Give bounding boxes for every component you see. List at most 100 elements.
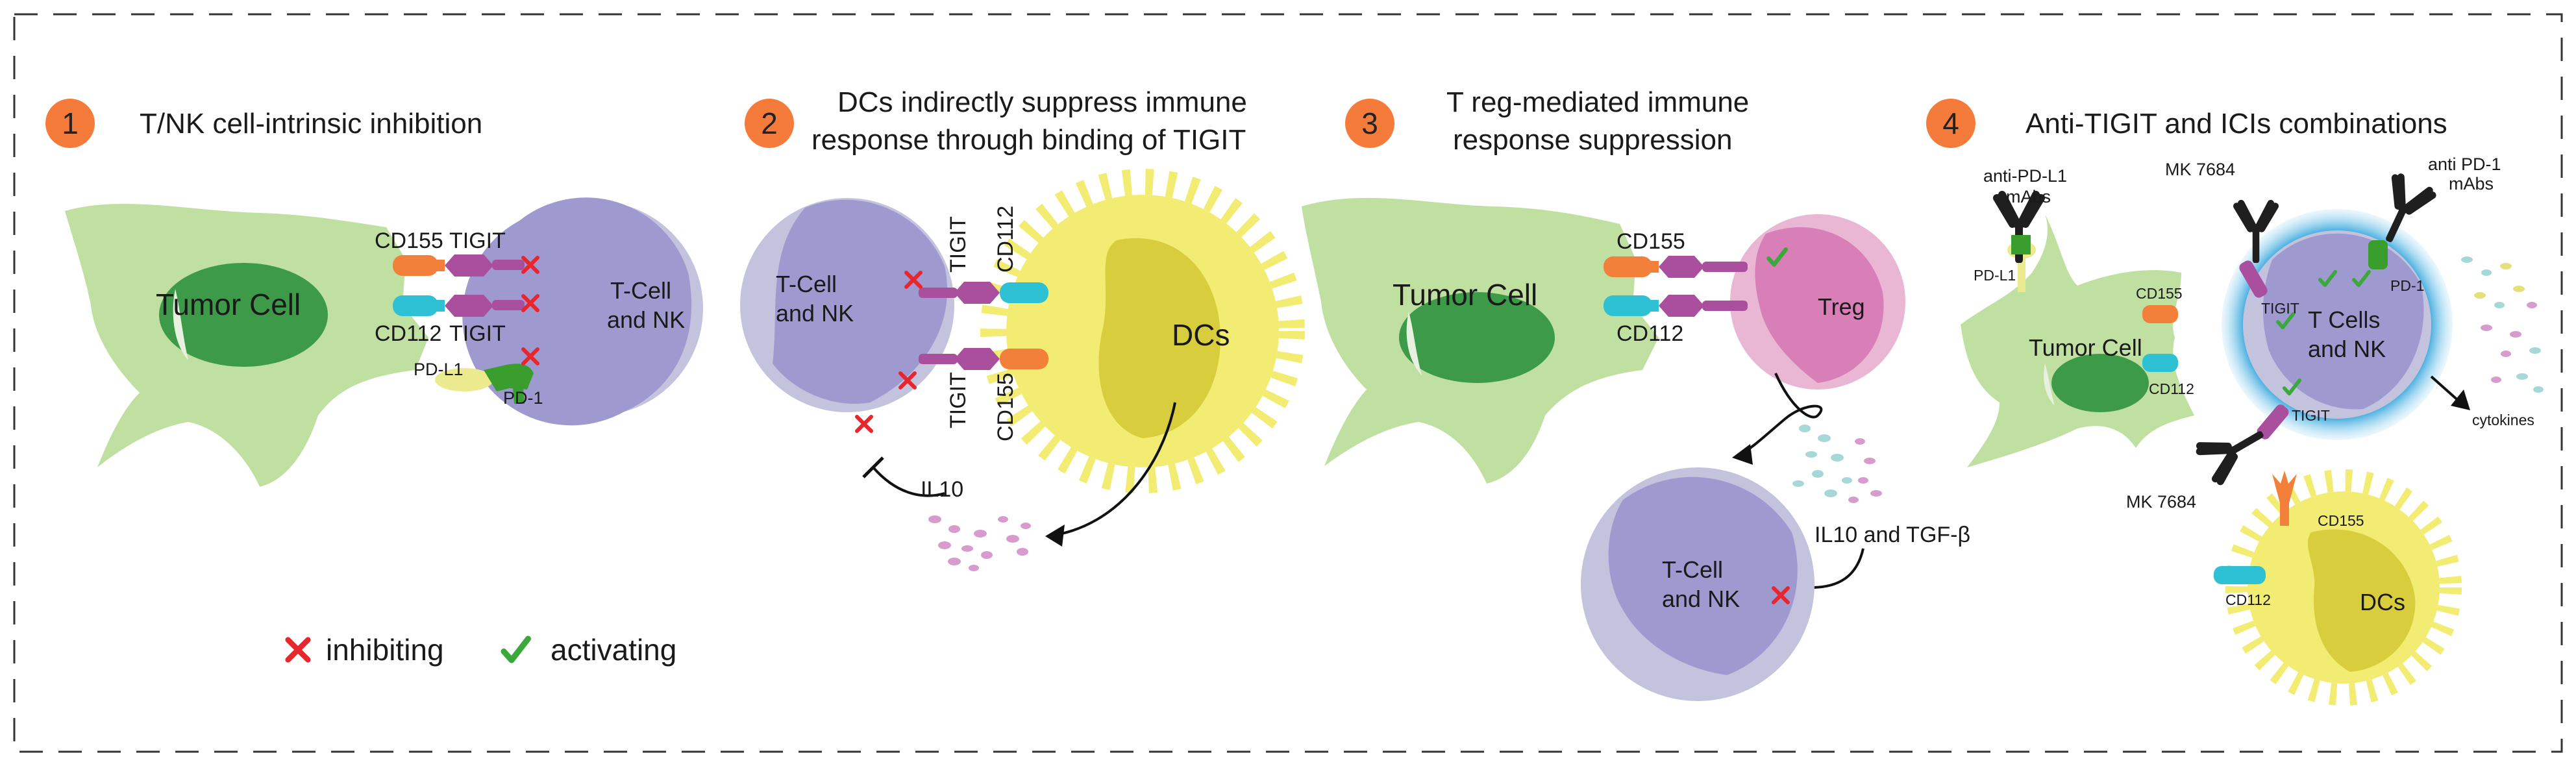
- il10-arrowhead: [1045, 525, 1065, 547]
- tigit-stem-bottom: [919, 354, 958, 364]
- cd112-stem: [1646, 300, 1659, 312]
- t-cell-label-1: T-Cell: [610, 277, 671, 304]
- legend-inhibiting: inhibiting: [326, 633, 444, 667]
- tigit-receptor-top: [1659, 256, 1704, 278]
- cytokine-particles: [2461, 256, 2544, 393]
- t-cell-inner: [2262, 233, 2424, 410]
- tigit-stem-top: [919, 288, 958, 298]
- panel-1: 1 T/NK cell-intrinsic inhibition Tumor C…: [45, 99, 703, 667]
- dc-cd155-label: CD155: [2318, 512, 2364, 529]
- tigit-receptor-bottom: [445, 295, 493, 317]
- tumor-vacuole: [1406, 312, 1422, 375]
- panel-3: 3 T reg-mediated immune response suppres…: [1302, 86, 1970, 701]
- mk7684-antibody-bottom: [2198, 417, 2271, 483]
- treg-label: Treg: [1818, 293, 1865, 320]
- mk7684-label-top: MK 7684: [2165, 160, 2235, 179]
- cytokine-particles: [1792, 425, 1852, 497]
- tumor-nucleus: [159, 263, 328, 367]
- tigit-label-bottom: TIGIT: [2292, 407, 2330, 424]
- t-cell-label-1: T-Cell: [1662, 556, 1723, 583]
- legend-activating: activating: [551, 633, 676, 667]
- il10-inhibition-line: [872, 466, 945, 497]
- cd155-stem: [1646, 261, 1659, 273]
- cd155-label: CD155: [993, 373, 1018, 441]
- anti-pd-l1-label-1: anti-PD-L1: [1983, 166, 2067, 186]
- cd155-ligand: [1604, 256, 1652, 277]
- tigit-receptor-top: [2239, 260, 2268, 298]
- treg-inhibition-line: [1811, 548, 1864, 589]
- tigit-label-top: TIGIT: [449, 229, 506, 253]
- panel-4: 4 Anti-TIGIT and ICIs combinations Tumor…: [1926, 99, 2544, 706]
- tumor-label: Tumor Cell: [156, 288, 301, 321]
- panel-2-badge: [745, 99, 794, 148]
- tumor-label: Tumor Cell: [2029, 334, 2142, 361]
- cd112-ligand: [1000, 282, 1048, 303]
- panel-1-badge: [45, 99, 95, 148]
- cd155-label: CD155: [2136, 285, 2183, 302]
- cd112-label: CD112: [1616, 321, 1683, 346]
- anti-pd-1-label-1: anti PD-1: [2428, 154, 2501, 174]
- tigit-stem-top: [492, 260, 525, 270]
- panel-3-badge: [1345, 99, 1394, 148]
- tumor-label: Tumor Cell: [1393, 278, 1537, 312]
- t-cell-label-2: and NK: [1662, 586, 1740, 612]
- tigit-receptor-bottom: [2257, 404, 2289, 439]
- cd112-label: CD112: [2149, 380, 2194, 397]
- tigit-receptor-bottom: [954, 348, 1000, 370]
- tigit-label-bottom: TIGIT: [946, 372, 971, 428]
- dc-inner: [2307, 529, 2416, 672]
- panel-3-title-1: T reg-mediated immune: [1446, 86, 1749, 118]
- cd155-label: CD155: [375, 229, 443, 253]
- tigit-receptor-top: [445, 254, 493, 277]
- tigit-label-top: TIGIT: [946, 216, 971, 273]
- tigit-receptor-top: [954, 282, 1000, 304]
- t-cell-label-1: T Cells: [2308, 306, 2380, 333]
- cytokine-arrowhead: [2451, 389, 2470, 410]
- cd155-label: CD155: [1616, 229, 1685, 254]
- cd112-label: CD112: [375, 321, 441, 346]
- tigit-label-bottom: TIGIT: [449, 321, 506, 346]
- panel-2-title-1: DCs indirectly suppress immune: [837, 86, 1247, 118]
- t-cell-label-2: and NK: [776, 300, 854, 327]
- inhibit-mark: [857, 417, 871, 431]
- panel-4-number: 4: [1942, 106, 1959, 140]
- dc-spikes: [980, 169, 1305, 493]
- panel-2: 2 DCs indirectly suppress immune respons…: [740, 86, 1305, 571]
- pd-1-receptor: [484, 364, 534, 391]
- tumor-cell: [1961, 214, 2194, 467]
- cd112-stem: [432, 300, 445, 312]
- cytokines-label: IL10 and TGF-β: [1814, 523, 1970, 547]
- il10-secretion-arrow: [1051, 402, 1176, 537]
- il10-inhibition-bar: [862, 456, 884, 478]
- pd-l1-ligand: [435, 368, 493, 391]
- panel-2-title-2: response through binding of TIGIT: [811, 124, 1246, 156]
- tumor-vacuole: [2044, 364, 2055, 406]
- mk7684-label-bottom: MK 7684: [2126, 492, 2196, 512]
- panel-3-number: 3: [1361, 106, 1378, 140]
- tigit-stem-bottom: [1702, 301, 1748, 311]
- treg-arrowhead: [1732, 444, 1753, 465]
- dc-spikes: [2225, 469, 2462, 706]
- cd112-ligand: [1604, 295, 1652, 316]
- cd155-ligand: [393, 255, 438, 276]
- anti-pd-l1-label-2: mAbs: [2006, 187, 2051, 206]
- cd155-ligand: [2142, 305, 2178, 323]
- anti-pd-1-label-2: mAbs: [2449, 174, 2494, 193]
- cd112-ligand: [393, 295, 438, 316]
- pd-1-receptor: [2368, 240, 2388, 269]
- pd-l1-binding: [2011, 235, 2031, 254]
- tumor-nucleus: [1399, 292, 1555, 383]
- tigit-receptor-bottom: [1659, 295, 1704, 317]
- panel-4-badge: [1926, 99, 1975, 148]
- pd-1-label: PD-1: [2390, 277, 2424, 294]
- panel-1-number: 1: [62, 106, 79, 140]
- legend-inhibit-mark: [288, 640, 308, 660]
- pd-l1-label: PD-L1: [1974, 267, 2016, 284]
- panel-1-title: T/NK cell-intrinsic inhibition: [140, 108, 482, 140]
- cytokines-label: cytokines: [2472, 412, 2534, 428]
- dc-inner: [1098, 238, 1220, 438]
- tumor-nucleus: [2051, 354, 2149, 412]
- il10-label: IL10: [921, 477, 963, 502]
- outer-frame: [13, 13, 2563, 753]
